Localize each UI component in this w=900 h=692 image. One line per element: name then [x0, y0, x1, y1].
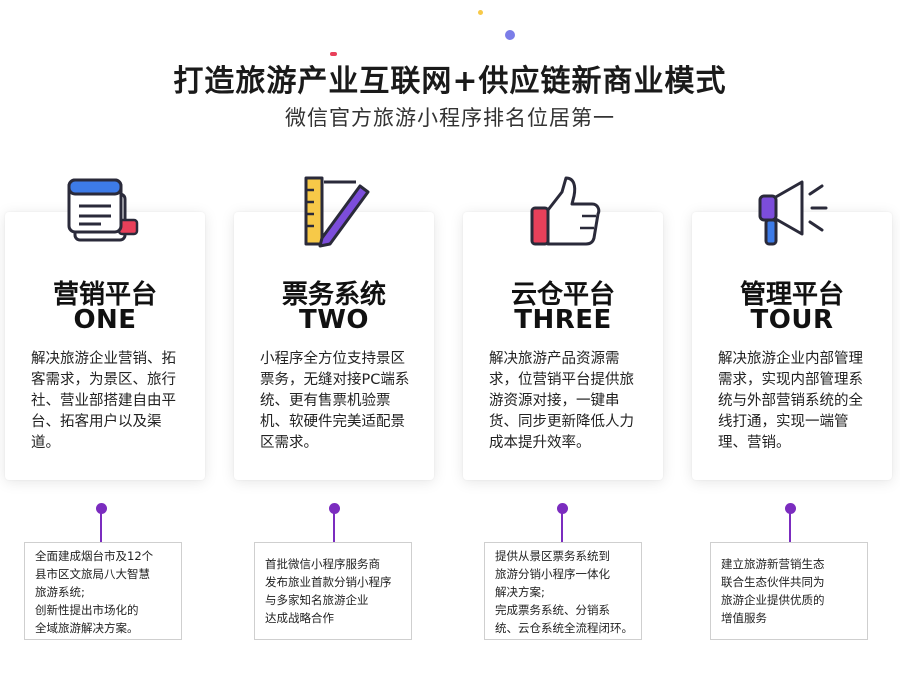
- card-title: 管理平台: [739, 280, 844, 310]
- decorative-dot-purple: [505, 30, 515, 40]
- card-management-platform: 管理平台 TOUR 解决旅游企业内部管理需求，实现内部管理系统与外部营销系统的全…: [692, 212, 892, 480]
- connector-line: [561, 512, 563, 542]
- connector-dot: [785, 503, 796, 514]
- note-box: 建立旅游新营销生态 联合生态伙伴共同为 旅游企业提供优质的 增值服务: [710, 542, 868, 640]
- ruler-pen-icon: [304, 176, 370, 248]
- page-subtitle: 微信官方旅游小程序排名位居第一: [285, 106, 615, 130]
- connector-dot: [96, 503, 107, 514]
- thumbs-up-icon: [530, 176, 601, 246]
- connector-line: [100, 512, 102, 542]
- documents-icon: [67, 178, 139, 242]
- note-box: 首批微信小程序服务商 发布旅业首款分销小程序 与多家知名旅游企业 达成战略合作: [254, 542, 412, 640]
- card-description: 小程序全方位支持景区票务，无缝对接PC端系统、更有售票机验票机、软硬件完美适配景…: [260, 351, 410, 451]
- card-title: 营销平台: [52, 280, 157, 310]
- card-subtitle-en: TOUR: [750, 305, 834, 335]
- card-ticketing-system: 票务系统 TWO 小程序全方位支持景区票务，无缝对接PC端系统、更有售票机验票机…: [234, 212, 434, 480]
- card-subtitle-en: THREE: [514, 305, 612, 335]
- connector-line: [789, 512, 791, 542]
- connector-line: [333, 512, 335, 542]
- card-marketing-platform: 营销平台 ONE 解决旅游企业营销、拓客需求，为景区、旅行社、营业部搭建自由平台…: [5, 212, 205, 480]
- card-description: 解决旅游企业内部管理需求，实现内部管理系统与外部营销系统的全线打通，实现一端管理…: [718, 351, 863, 451]
- decorative-dot-yellow: [478, 10, 483, 15]
- card-description: 解决旅游企业营销、拓客需求，为景区、旅行社、营业部搭建自由平台、拓客用户以及渠道…: [31, 351, 176, 451]
- note-box: 提供从景区票务系统到 旅游分销小程序一体化 解决方案; 完成票务系统、分销系 统…: [484, 542, 642, 640]
- megaphone-icon: [758, 180, 828, 246]
- decorative-dot-pink: [330, 52, 337, 56]
- card-title: 云仓平台: [510, 280, 615, 310]
- card-cloud-warehouse-platform: 云仓平台 THREE 解决旅游产品资源需求，位营销平台提供旅游资源对接，一键串货…: [463, 212, 663, 480]
- card-description: 解决旅游产品资源需求，位营销平台提供旅游资源对接，一键串货、同步更新降低人力成本…: [489, 351, 634, 451]
- note-box: 全面建成烟台市及12个 县市区文旅局八大智慧 旅游系统; 创新性提出市场化的 全…: [24, 542, 182, 640]
- connector-dot: [557, 503, 568, 514]
- card-title: 票务系统: [281, 280, 386, 310]
- card-subtitle-en: ONE: [73, 305, 137, 335]
- connector-dot: [329, 503, 340, 514]
- page-title: 打造旅游产业互联网+供应链新商业模式: [173, 64, 727, 99]
- card-subtitle-en: TWO: [298, 305, 370, 335]
